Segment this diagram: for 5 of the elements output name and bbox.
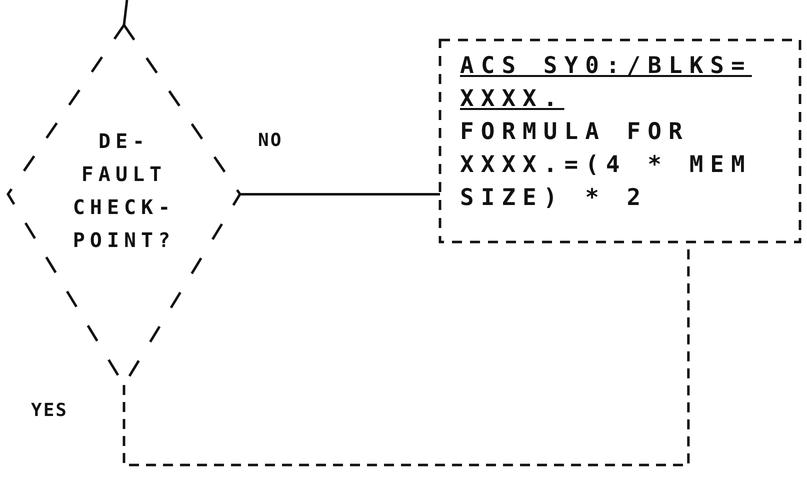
decision-text: DE- FAULT CHECK- POINT? [72,128,176,254]
connector-line [240,192,440,196]
connector-line [122,0,128,26]
formula-text: FORMULA FOR XXXX.=(4 * MEM SIZE) * 2 [460,118,753,213]
command-text: ACS SY0:/BLKS= XXXX. [460,52,753,114]
